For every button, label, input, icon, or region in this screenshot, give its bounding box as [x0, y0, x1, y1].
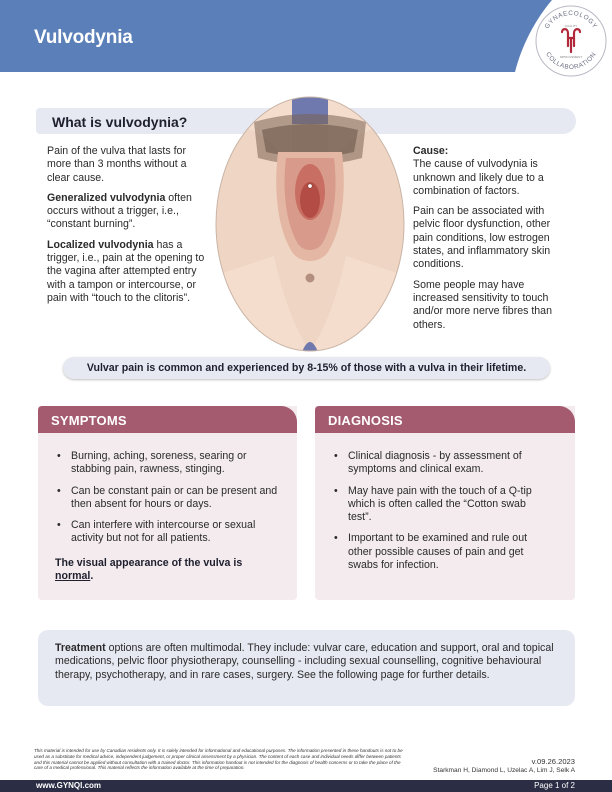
logo-inner-bottom-text: IMPROVEMENT [560, 55, 583, 59]
header-banner: Vulvodynia [0, 0, 612, 72]
prevalence-text: Vulvar pain is common and experienced by… [86, 362, 527, 374]
list-item: Can interfere with intercourse or sexual… [55, 519, 285, 546]
logo-inner-top-text: QUALITY [565, 24, 578, 28]
diagnosis-panel: DIAGNOSIS Clinical diagnosis - by assess… [315, 406, 575, 600]
association-text: Pain can be associated with pelvic floor… [413, 205, 551, 271]
symptoms-panel: SYMPTOMS Burning, aching, soreness, sear… [38, 406, 297, 600]
localized-term: Localized vulvodynia [47, 238, 154, 251]
appearance-note-suffix: . [90, 570, 94, 583]
symptoms-list: Burning, aching, soreness, searing or st… [55, 450, 285, 554]
cause-heading: Cause: [413, 145, 449, 157]
treatment-paragraph: Treatment options are often multimodal. … [55, 642, 555, 682]
disclaimer-text: This material is intended for use by Can… [34, 748, 403, 771]
generalized-text: often occurs without a trigger, i.e., “c… [47, 191, 192, 231]
gynaecology-collaboration-logo: GYNAECOLOGY COLLABORATION QUALITY IMPROV… [534, 4, 608, 78]
definition-text: Pain of the vulva that lasts for more th… [47, 145, 187, 184]
page-title: Vulvodynia [34, 27, 133, 48]
treatment-term: Treatment [55, 642, 106, 654]
sensitivity-text: Some people may have increased sensitivi… [413, 278, 552, 331]
generalized-term: Generalized vulvodynia [47, 191, 166, 204]
localized-text: has a trigger, i.e., pain at the opening… [47, 238, 205, 304]
appearance-note: The visual appearance of the vulva is no… [55, 557, 275, 584]
cause-column: Cause:The cause of vulvodynia is unknown… [413, 145, 568, 339]
page-number: Page 1 of 2 [534, 781, 575, 790]
treatment-box: Treatment options are often multimodal. … [38, 630, 575, 706]
generalized-paragraph: Generalized vulvodynia often occurs with… [47, 192, 207, 232]
prevalence-callout: Vulvar pain is common and experienced by… [63, 357, 550, 379]
list-item: Clinical diagnosis - by assessment of sy… [332, 450, 542, 477]
appearance-note-emphasis: normal [55, 570, 91, 583]
diagnosis-heading: DIAGNOSIS [328, 413, 403, 428]
symptoms-header: SYMPTOMS [38, 406, 297, 433]
footer-bar: www.GYNQI.com Page 1 of 2 [0, 780, 612, 792]
diagnosis-header: DIAGNOSIS [315, 406, 575, 433]
treatment-text: options are often multimodal. They inclu… [55, 642, 554, 681]
cause-paragraph: Cause:The cause of vulvodynia is unknown… [413, 145, 568, 198]
section-heading: What is vulvodynia? [52, 114, 188, 130]
authors-label: Starkman H, Diamond L, Uzelac A, Lim J, … [433, 767, 575, 774]
list-item: Burning, aching, soreness, searing or st… [55, 450, 285, 477]
localized-paragraph: Localized vulvodynia has a trigger, i.e.… [47, 239, 207, 305]
symptoms-heading: SYMPTOMS [51, 413, 127, 428]
definition-column: Pain of the vulva that lasts for more th… [47, 145, 207, 312]
diagnosis-list: Clinical diagnosis - by assessment of sy… [332, 450, 542, 580]
list-item: Important to be examined and rule out ot… [332, 532, 542, 572]
appearance-note-prefix: The visual appearance of the vulva is [55, 557, 243, 569]
version-label: v.09.26.2023 [531, 757, 575, 766]
website-link[interactable]: www.GYNQI.com [36, 781, 102, 790]
cause-text: The cause of vulvodynia is unknown and l… [413, 158, 544, 197]
list-item: May have pain with the touch of a Q-tip … [332, 485, 542, 525]
list-item: Can be constant pain or can be present a… [55, 485, 285, 512]
vulva-anatomy-illustration [214, 96, 406, 352]
